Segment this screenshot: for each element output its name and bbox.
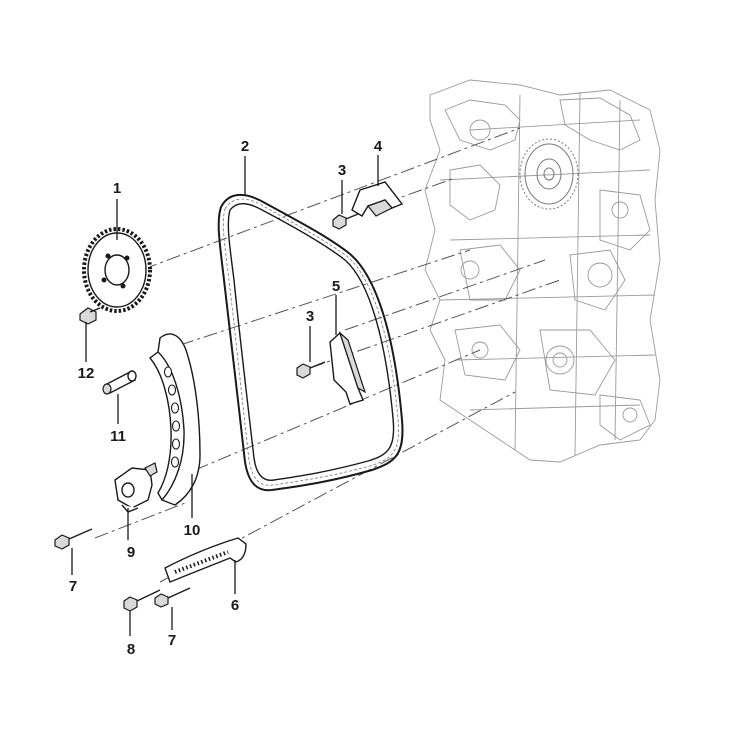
timing-chain bbox=[217, 193, 404, 492]
crankshaft-sprocket bbox=[82, 227, 152, 313]
callout-5: 5 bbox=[332, 278, 340, 295]
mounting-bolt-lower bbox=[154, 587, 191, 608]
sprocket-bolt bbox=[79, 307, 101, 325]
callout-10: 10 bbox=[184, 522, 201, 539]
callout-9: 9 bbox=[127, 544, 135, 561]
guide-bolt-upper bbox=[332, 213, 359, 230]
callout-3-lower: 3 bbox=[306, 308, 314, 325]
camshaft-sprocket-on-engine bbox=[519, 138, 579, 210]
leader-lines bbox=[71, 155, 379, 636]
callout-7-left: 7 bbox=[69, 578, 77, 595]
guide-bolt-bottom bbox=[123, 589, 161, 612]
callout-3-upper: 3 bbox=[338, 162, 346, 179]
callout-8: 8 bbox=[127, 641, 135, 658]
engine-block-outline bbox=[424, 79, 661, 463]
callout-2: 2 bbox=[241, 138, 249, 155]
upper-chain-guide bbox=[351, 181, 404, 217]
callout-7-right: 7 bbox=[168, 632, 176, 649]
chain-tensioner bbox=[114, 462, 158, 513]
callout-12: 12 bbox=[78, 365, 95, 382]
mounting-bolt-upper bbox=[54, 528, 93, 550]
fixed-chain-guide bbox=[329, 331, 367, 405]
guide-pivot-pin bbox=[102, 370, 137, 395]
lower-chain-guide bbox=[164, 537, 247, 583]
callout-labels: 1 2 3 4 5 3 12 11 10 9 7 6 8 7 bbox=[69, 138, 383, 658]
guide-bolt-lower bbox=[296, 361, 326, 379]
tensioner-rail bbox=[148, 333, 201, 506]
callout-6: 6 bbox=[231, 597, 239, 614]
callout-1: 1 bbox=[113, 180, 121, 197]
callout-4: 4 bbox=[374, 138, 383, 155]
callout-11: 11 bbox=[110, 428, 126, 445]
